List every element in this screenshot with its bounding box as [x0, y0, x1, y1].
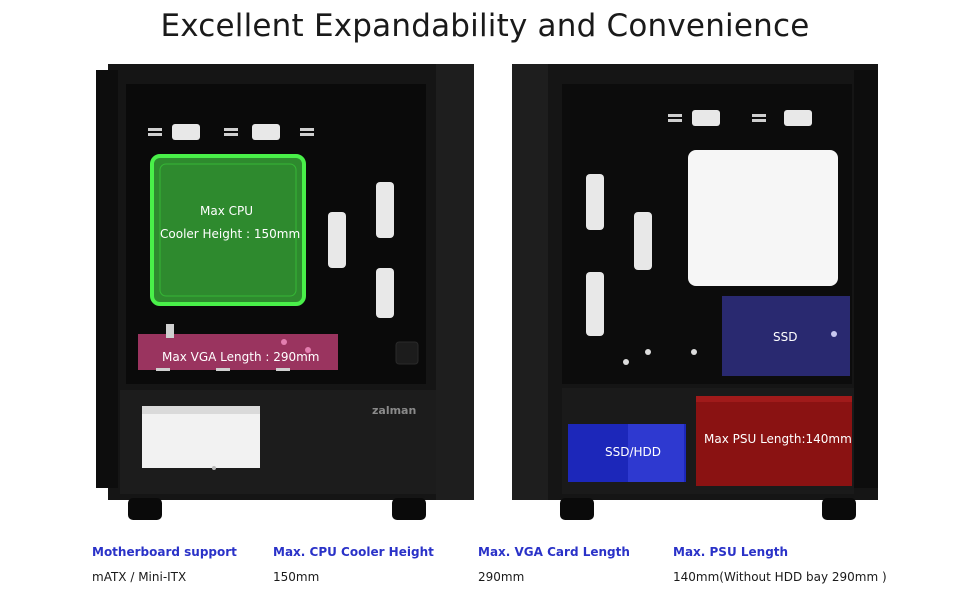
case-front-illustration [96, 64, 474, 520]
case-rear-illustration [512, 64, 878, 520]
psu-length-label: Max PSU Length:140mm [704, 432, 852, 446]
spec-cpu-cooler: Max. CPU Cooler Height 150mm [273, 545, 434, 584]
spec-heading: Max. PSU Length [673, 545, 789, 559]
cpu-cooler-label-line1: Max CPU [200, 204, 254, 218]
spec-value: 140mm(Without HDD bay 290mm ) [673, 570, 887, 584]
ssd-hdd-label: SSD/HDD [605, 445, 662, 459]
case-rear-view: SSD SSD/HDD Max PSU Length:140mm [508, 62, 882, 524]
spec-vga-card: Max. VGA Card Length 290mm [478, 545, 630, 584]
spec-heading: Motherboard support [92, 545, 237, 559]
spec-motherboard: Motherboard support mATX / Mini-ITX [92, 545, 237, 584]
brand-logo: zalman [372, 404, 417, 417]
vga-length-label: Max VGA Length : 290mm [162, 350, 320, 364]
spec-value: 290mm [478, 570, 525, 584]
page-title: Excellent Expandability and Convenience [160, 8, 810, 44]
spec-heading: Max. VGA Card Length [478, 545, 630, 559]
spec-value: mATX / Mini-ITX [92, 570, 187, 584]
spec-psu: Max. PSU Length 140mm(Without HDD bay 29… [673, 545, 887, 584]
ssd-label: SSD [773, 330, 798, 344]
spec-value: 150mm [273, 570, 320, 584]
case-front-view: zalman Max CPU Cooler Height : 150mm Max… [96, 62, 476, 524]
spec-heading: Max. CPU Cooler Height [273, 545, 434, 559]
cpu-cooler-label-line2: Cooler Height : 150mm [160, 227, 301, 241]
